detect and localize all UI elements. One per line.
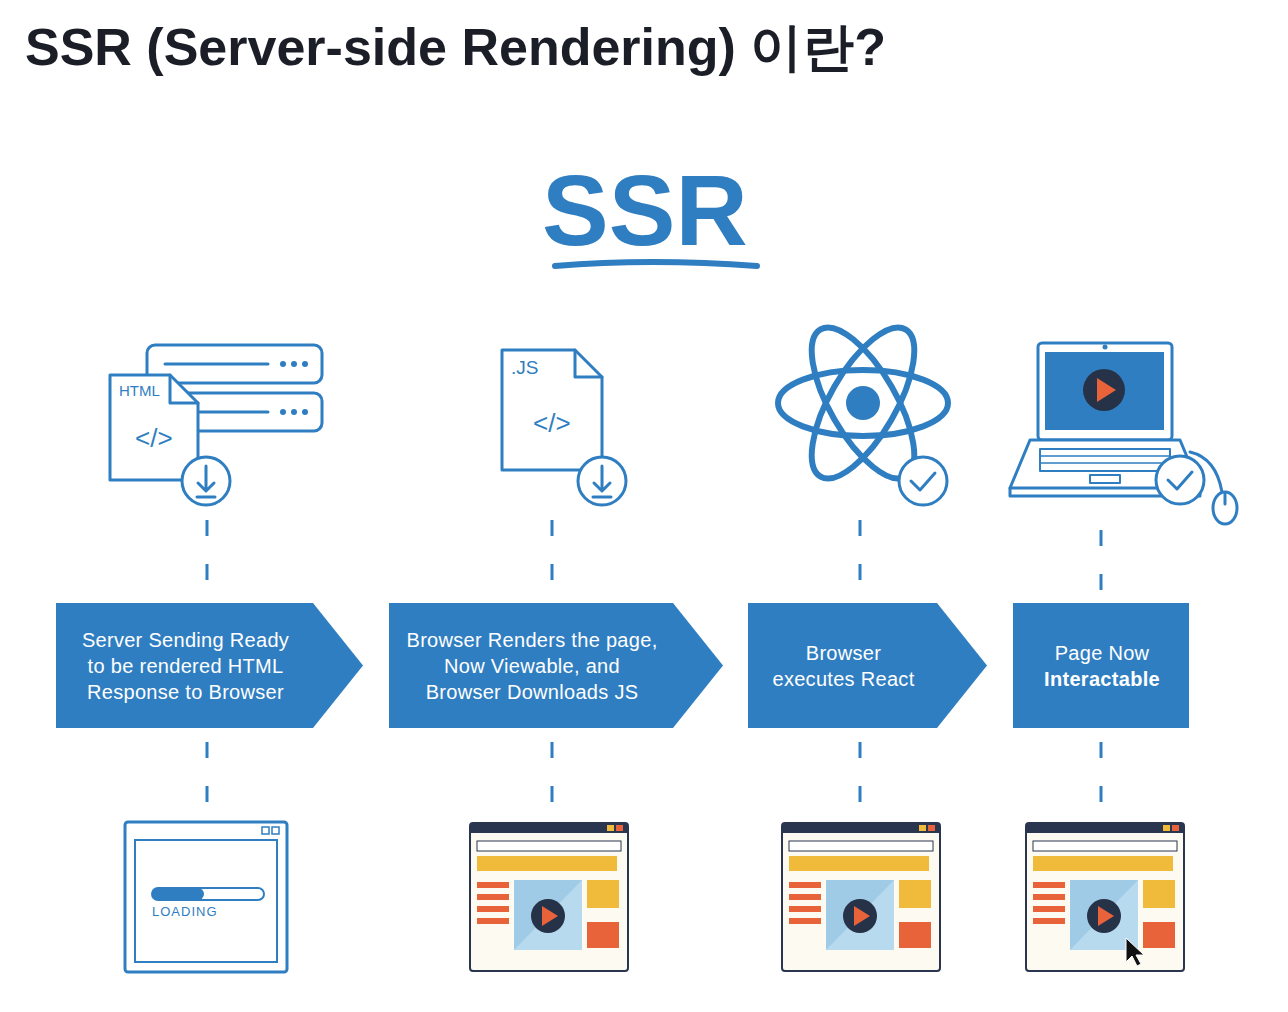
- drawn-use: [1026, 823, 1184, 971]
- drawn-path: [575, 350, 602, 377]
- drawn-path: [502, 350, 602, 470]
- drawn-rect: [1040, 449, 1170, 471]
- drawn-circle: [1103, 345, 1108, 350]
- band-text: Browser executes React: [764, 640, 923, 692]
- loading-text: LOADING: [152, 905, 218, 918]
- drawn-circle: [291, 361, 297, 367]
- drawn-circle: [899, 457, 947, 505]
- drawn-rect: [125, 822, 287, 972]
- drawn-circle: [1083, 369, 1125, 411]
- code-symbol: </>: [533, 410, 571, 436]
- drawn-line: [165, 363, 268, 366]
- drawn-circle: [280, 409, 286, 415]
- drawn-path: [1040, 456, 1170, 463]
- drawn-path: [911, 473, 935, 490]
- drawn-rect: [152, 888, 264, 900]
- drawn-path: [593, 466, 611, 497]
- drawn-circle: [578, 457, 626, 505]
- drawn-use: [782, 823, 940, 971]
- drawn-path: [1126, 938, 1144, 966]
- drawn-path: [1224, 494, 1227, 504]
- title: SSR (Server-side Rendering) 이란?: [25, 16, 886, 78]
- band-text: Interactable: [1044, 666, 1160, 692]
- band-text: Server Sending Ready to be rendered HTML…: [72, 627, 299, 705]
- drawn-path: [110, 375, 198, 480]
- band-fill: [748, 603, 987, 728]
- band-fill: [389, 603, 723, 728]
- drawn-rect: [1090, 475, 1120, 483]
- drawn-circle: [280, 361, 286, 367]
- step-band: Page NowInteractable: [1013, 603, 1189, 728]
- code-symbol: </>: [135, 425, 173, 451]
- drawn-rect: [272, 827, 279, 834]
- band-text: Page Now: [1055, 640, 1150, 666]
- drawn-circle: [302, 361, 308, 367]
- drawn-g: [280, 361, 308, 415]
- drawn-rect: [1045, 352, 1164, 430]
- drawn-ellipse: [778, 370, 948, 436]
- drawn-circle: [302, 409, 308, 415]
- drawn-circle: [846, 386, 880, 420]
- file-type: HTML: [119, 383, 160, 398]
- drawn-rect: [152, 888, 204, 900]
- band-shape: [748, 603, 987, 728]
- drawn-rect: [135, 840, 277, 962]
- drawn-rect: [1038, 343, 1172, 440]
- drawn-use: [470, 823, 628, 971]
- band-text-area: Server Sending Ready to be rendered HTML…: [56, 603, 363, 728]
- band-text-area: Browser Renders the page, Now Viewable, …: [389, 603, 723, 728]
- drawn-path: [1168, 472, 1192, 489]
- step-band: Browser Renders the page, Now Viewable, …: [389, 603, 723, 728]
- drawn-path: [555, 262, 757, 266]
- band-shape: [1013, 603, 1189, 728]
- band-text: Browser Renders the page, Now Viewable, …: [405, 627, 659, 705]
- drawn-circle: [182, 457, 230, 505]
- drawn-rect: [262, 827, 269, 834]
- drawn-ellipse: [1213, 492, 1237, 524]
- band-text-area: Page NowInteractable: [1013, 603, 1189, 728]
- band-text-area: Browser executes React: [748, 603, 987, 728]
- drawn-path: [197, 466, 215, 497]
- step-band: Server Sending Ready to be rendered HTML…: [56, 603, 363, 728]
- drawn-path: [170, 375, 198, 403]
- file-type: .JS: [511, 358, 538, 377]
- drawn-circle: [291, 409, 297, 415]
- drawn-path: [1097, 378, 1116, 402]
- big-heading: SSR: [542, 160, 748, 260]
- drawn-circle: [1156, 456, 1204, 504]
- drawn-g: [110, 313, 1237, 524]
- band-fill: [56, 603, 363, 728]
- band-fill: [1013, 603, 1189, 728]
- step-band: Browser executes React: [748, 603, 987, 728]
